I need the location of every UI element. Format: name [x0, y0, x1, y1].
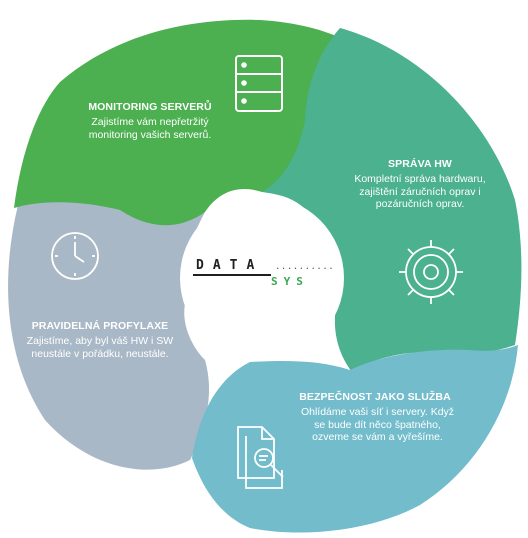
monitoring-line-2: monitoring vašich serverů.	[88, 128, 212, 141]
gear-icon	[399, 240, 463, 304]
segment-bezpecnost	[192, 345, 518, 533]
logo-underline	[193, 274, 271, 276]
profylaxe-line-2: neustále v pořádku, neustále.	[31, 347, 169, 360]
monitoring-line-1: Zajistíme vám nepřetržitý	[91, 116, 209, 128]
bezpecnost-line-1: Ohlídáme vaši síť i servery. Když	[300, 406, 455, 418]
profylaxe-description: Zajistíme, aby byl váš HW i SW neustále …	[15, 335, 185, 360]
bezpecnost-line-2: se bude dít něco špatného,	[314, 418, 441, 431]
sprava-line-3: pozáručních oprav.	[375, 198, 465, 210]
logo-dots: ..........	[275, 262, 335, 272]
database-icon	[235, 55, 283, 112]
clock-icon	[51, 232, 99, 280]
center-hub	[180, 196, 344, 360]
profylaxe-line-1: Zajistíme, aby byl váš HW i SW	[26, 335, 174, 347]
datasys-logo: DATA .......... SYS	[193, 258, 335, 292]
bezpecnost-title: BEZPEČNOST JAKO SLUŽBA	[299, 391, 451, 403]
bezpecnost-line-3: ozveme se vám a vyřešíme.	[312, 431, 443, 443]
profylaxe-title: PRAVIDELNÁ PROFYLAXE	[31, 320, 169, 332]
monitoring-title: MONITORING SERVERŮ	[88, 101, 212, 113]
document-search-icon	[237, 426, 284, 489]
logo-sys-text: SYS	[271, 275, 309, 288]
logo-data-text: DATA	[196, 258, 264, 273]
segment-sprava	[262, 28, 522, 372]
sprava-description: Kompletní správa hardwaru, zajištění zár…	[335, 173, 505, 211]
sprava-line-1: Kompletní správa hardwaru,	[354, 173, 486, 185]
monitoring-description: Zajistíme vám nepřetržitý monitoring vaš…	[70, 116, 230, 141]
segment-profylaxe	[8, 170, 210, 470]
sprava-title: SPRÁVA HW	[388, 158, 452, 170]
sprava-line-2: zajištění záručních oprav i	[359, 185, 481, 198]
segment-monitoring	[14, 19, 345, 226]
bezpecnost-description: Ohlídáme vaši síť i servery. Když se bud…	[285, 406, 470, 444]
